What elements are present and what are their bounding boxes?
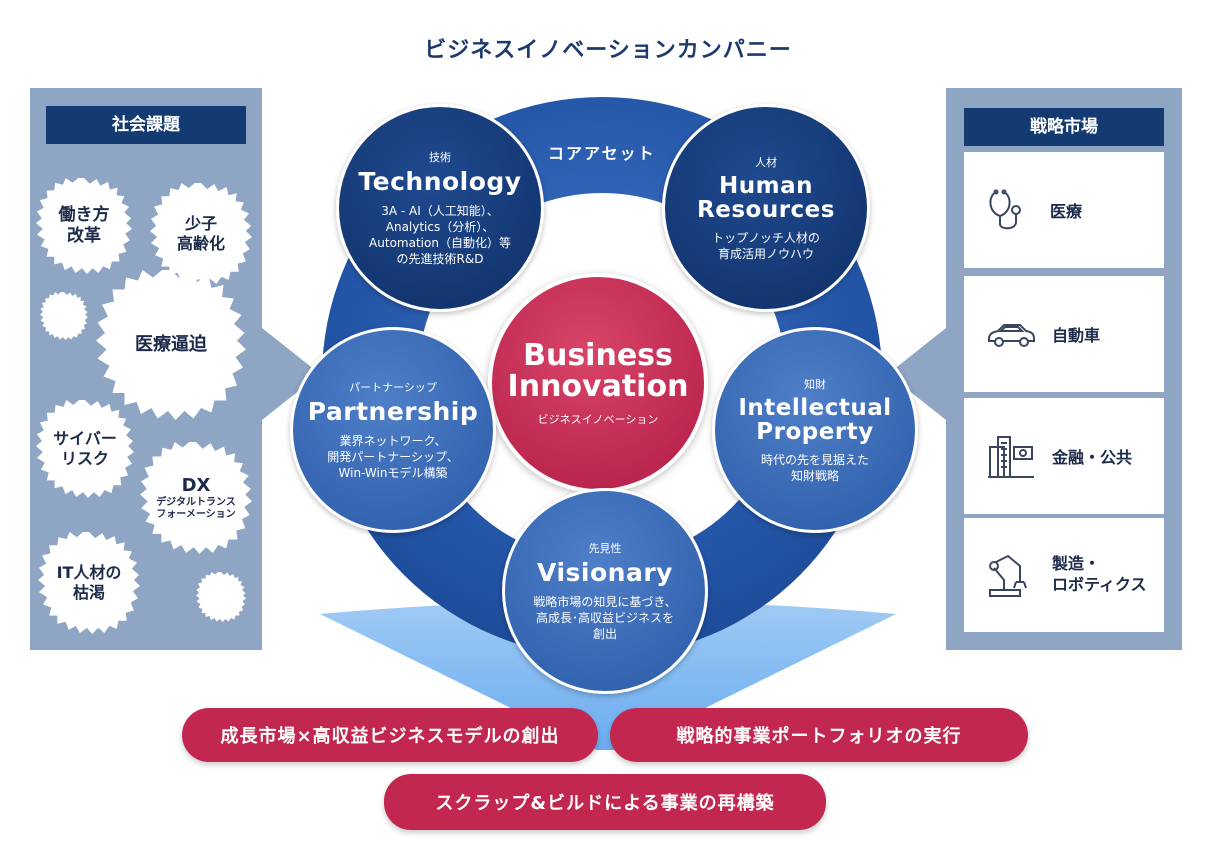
business-innovation-core: Business Innovation ビジネスイノベーション <box>488 273 708 493</box>
market-card-manufacturing-robotics: 製造・ ロボティクス <box>964 518 1164 632</box>
node-visionary-jp: 先見性 <box>588 541 622 555</box>
node-partnership-desc: 業界ネットワーク、 開発パートナーシップ、 Win-Winモデル構築 <box>327 433 459 481</box>
node-partnership: パートナーシップ Partnership 業界ネットワーク、 開発パートナーシッ… <box>290 327 496 533</box>
burst-dx-title: DX <box>181 474 211 496</box>
burst-medical-strain: 医療逼迫 <box>96 270 246 420</box>
market-label-manufacturing-robotics: 製造・ ロボティクス <box>1052 554 1147 594</box>
node-technology-en: Technology <box>358 166 522 196</box>
outcome-scrap-build: スクラップ&ビルドによる事業の再構築 <box>384 774 826 830</box>
node-technology-jp: 技術 <box>429 150 451 164</box>
car-icon <box>988 324 1035 347</box>
market-card-medical: 医療 <box>964 152 1164 268</box>
node-human-desc: トップノッチ人材の 育成活用ノウハウ <box>712 230 820 262</box>
strategic-markets-heading: 戦略市場 <box>964 108 1164 146</box>
node-visionary-en: Visionary <box>537 557 673 587</box>
node-ip-en: Intellectual Property <box>738 394 892 445</box>
node-human-resources: 人材 Human Resources トップノッチ人材の 育成活用ノウハウ <box>662 104 870 312</box>
market-label-medical: 医療 <box>1050 202 1083 221</box>
node-technology: 技術 Technology 3A - AI（人工知能）、 Analytics（分… <box>336 104 544 312</box>
page-title: ビジネスイノベーションカンパニー <box>424 38 792 63</box>
node-visionary-desc: 戦略市場の知見に基づき、 高成長･高収益ビジネスを 創出 <box>533 594 677 642</box>
node-partnership-en: Partnership <box>307 396 479 426</box>
buildings-icon <box>988 436 1034 478</box>
node-human-en: Human Resources <box>697 172 835 223</box>
node-partnership-jp: パートナーシップ <box>349 380 437 394</box>
social-issues-heading: 社会課題 <box>46 106 246 144</box>
node-technology-desc: 3A - AI（人工知能）、 Analytics（分析）、 Automation… <box>369 203 511 267</box>
core-asset-label: コアアセット <box>548 144 656 163</box>
stethoscope-icon <box>989 189 1021 230</box>
market-card-automotive: 自動車 <box>964 276 1164 392</box>
node-human-jp: 人材 <box>755 155 777 169</box>
core-title: Business Innovation <box>507 337 689 404</box>
market-label-finance-public: 金融・公共 <box>1052 448 1133 467</box>
core-subtitle: ビジネスイノベーション <box>537 412 659 426</box>
burst-dx-sub: デジタルトランス フォーメーション <box>156 497 236 521</box>
market-label-automotive: 自動車 <box>1052 326 1101 345</box>
node-visionary: 先見性 Visionary 戦略市場の知見に基づき、 高成長･高収益ビジネスを … <box>502 488 708 694</box>
node-ip-desc: 時代の先を見据えた 知財戦略 <box>760 452 869 484</box>
outcome-portfolio: 戦略的事業ポートフォリオの実行 <box>610 708 1028 762</box>
node-ip-jp: 知財 <box>804 377 826 391</box>
node-intellectual-property: 知財 Intellectual Property 時代の先を見据えた 知財戦略 <box>712 327 918 533</box>
market-card-finance-public: 金融・公共 <box>964 398 1164 514</box>
outcome-growth-market: 成長市場×高収益ビジネスモデルの創出 <box>182 708 598 762</box>
robot-arm-icon <box>989 554 1027 597</box>
